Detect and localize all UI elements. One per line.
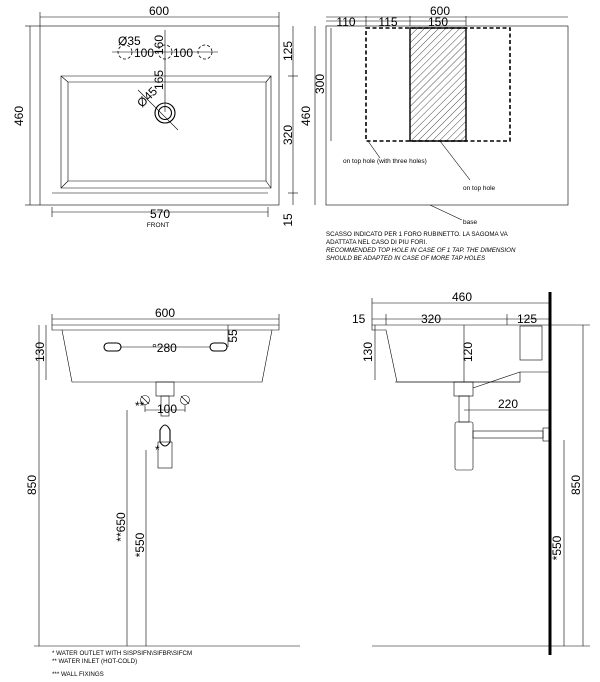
- front-dim-100-left: 100: [134, 46, 154, 60]
- front-dim-320: 320: [281, 125, 295, 145]
- top-dim-150: 150: [428, 15, 448, 29]
- top-height-460: 460: [299, 106, 313, 126]
- elevation-dim-55: 55: [226, 329, 240, 343]
- front-height-460: 460: [12, 106, 26, 126]
- elevation-width-600: 600: [155, 306, 175, 320]
- waste-pipe-top: [155, 381, 175, 397]
- note-it-line2: ADATTATA NEL CASO DI PIU FORI.: [326, 239, 427, 246]
- top-width-600: 600: [430, 4, 450, 18]
- siphon-body: [157, 441, 173, 469]
- side-width-460: 460: [452, 290, 472, 304]
- elevation-dim-100: 100: [157, 402, 177, 416]
- overflow-slot-left-icon: [103, 342, 122, 352]
- side-dim-130: 130: [361, 342, 375, 362]
- side-waste-top: [453, 381, 474, 397]
- front-dim-15: 15: [281, 213, 295, 227]
- side-view: 460 15 320 125 130 120 220 850 *550: [352, 290, 590, 655]
- side-wall-flange: [542, 427, 551, 442]
- front-dia-35: Ø35: [118, 34, 141, 48]
- top-label-three-holes: on top hole (with three holes): [343, 158, 427, 165]
- inlet-valve-right-icon: [180, 395, 190, 405]
- elevation-height-850: 850: [25, 475, 39, 495]
- side-dim-320: 320: [421, 312, 441, 326]
- front-width-570: 570: [150, 207, 170, 221]
- inlet-valve-left-icon: [140, 395, 150, 405]
- legend-line2: ** WATER INLET (HOT-COLD): [52, 658, 137, 665]
- top-label-top-hole: on top hole: [463, 185, 496, 192]
- front-dim-125: 125: [281, 41, 295, 61]
- elevation-dim-280: °280: [152, 341, 177, 355]
- top-dim-110: 110: [336, 15, 355, 29]
- top-view-outline: [325, 25, 569, 206]
- top-hole-view: 600 110 115 150 300 460 on top hole (wit…: [299, 4, 569, 226]
- top-dim-300: 300: [313, 74, 327, 94]
- side-dim-220: 220: [498, 397, 518, 411]
- side-dim-125: 125: [517, 312, 537, 326]
- note-en-line2: SHOULD BE ADAPTED IN CASE OF MORE TAP HO…: [326, 255, 486, 262]
- front-basin-outline: [39, 25, 280, 206]
- note-en-line1: RECOMMENDED TOP HOLE IN CASE OF 1 TAP. T…: [326, 247, 516, 254]
- front-dim-165: 165: [152, 70, 166, 90]
- front-bowl-inner: [67, 81, 267, 182]
- legend-line3: *** WALL FIXINGS: [52, 671, 104, 678]
- side-dim-120: 120: [461, 342, 475, 362]
- front-dim-100-right: 100: [173, 46, 193, 60]
- elevation-dim-550: *550: [133, 532, 147, 557]
- drain-inner-icon: [157, 105, 173, 121]
- elevation-view: °280 ** 100 * 600 130 55 850 **6: [25, 306, 300, 647]
- top-dim-115: 115: [378, 15, 397, 29]
- notes: SCASSO INDICATO PER 1 FORO RUBINETTO. LA…: [326, 231, 516, 262]
- elevation-dim-650: **650: [114, 512, 128, 542]
- elevation-mark-star: *: [155, 443, 160, 457]
- note-it-line1: SCASSO INDICATO PER 1 FORO RUBINETTO. LA…: [326, 231, 509, 238]
- waste-pipe: [160, 395, 170, 417]
- side-back-block: [519, 325, 543, 361]
- front-label: FRONT: [147, 222, 169, 229]
- top-hole-single-area: [409, 27, 467, 142]
- siphon-trap-icon: [159, 424, 171, 447]
- side-siphon-icon: [454, 421, 474, 471]
- side-height-850: 850: [569, 475, 583, 495]
- side-drain-pipe: [472, 430, 544, 439]
- front-bowl-rim: [60, 75, 272, 189]
- legend: * WATER OUTLET WITH SISPSIFN\SIFBR\SIFCM…: [52, 650, 192, 678]
- top-label-base: base: [463, 219, 477, 226]
- front-dim-160: 160: [152, 35, 166, 55]
- side-dim-15: 15: [352, 312, 366, 326]
- side-waste-pipe: [458, 395, 470, 423]
- side-overflow-link: [472, 371, 521, 389]
- front-view: 600 460 125 320 15 Ø35 100 160 100 165 Ø…: [12, 4, 298, 229]
- elevation-mark-double-star: **: [135, 399, 145, 413]
- elevation-basin: [51, 324, 280, 383]
- front-width-600: 600: [149, 4, 169, 18]
- elevation-dim-130: 130: [33, 342, 47, 362]
- drain-outer-icon: [154, 102, 176, 124]
- side-dim-550: *550: [550, 535, 564, 560]
- legend-line1: * WATER OUTLET WITH SISPSIFN\SIFBR\SIFCM: [52, 650, 192, 657]
- overflow-slot-right-icon: [209, 342, 228, 352]
